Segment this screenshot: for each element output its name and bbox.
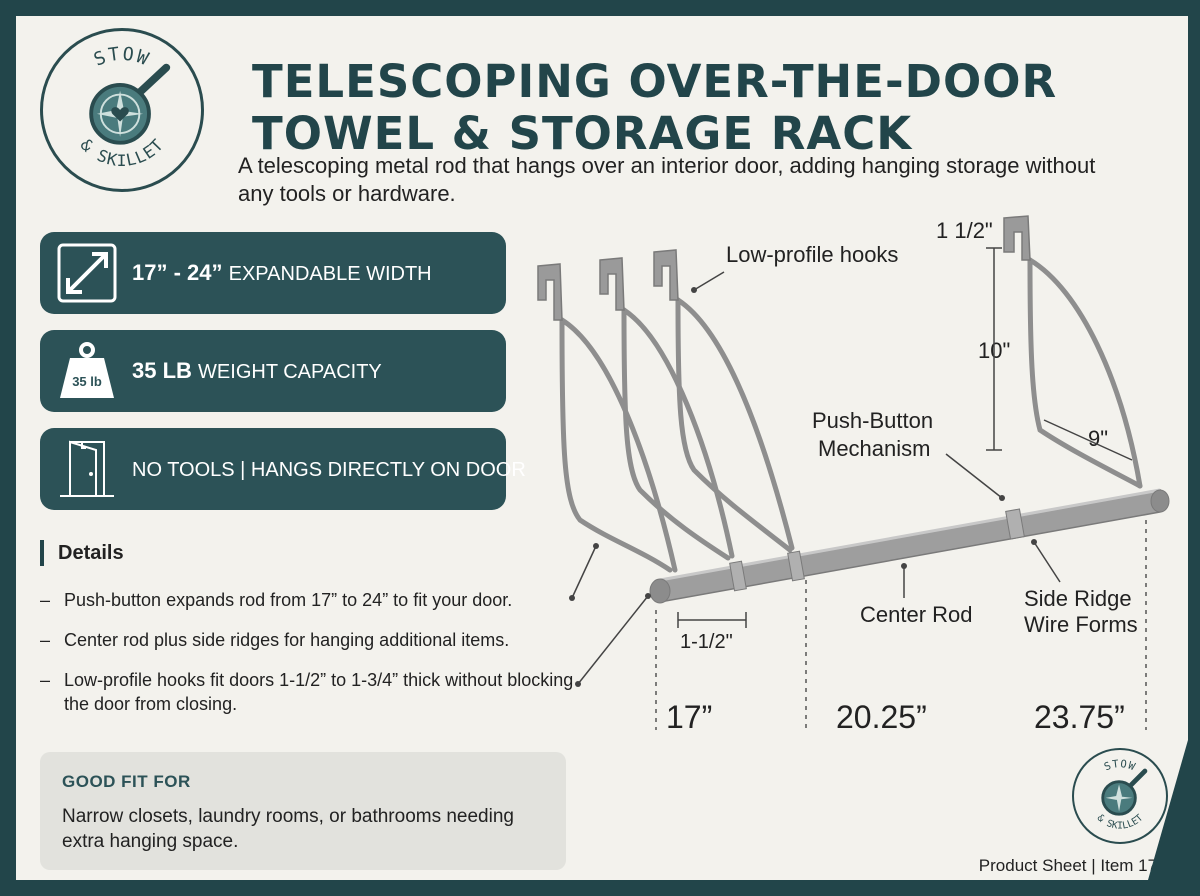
label-hook-width: 1 1/2" [936,218,993,243]
details-list: Push-button expands rod from 17” to 24” … [40,588,580,732]
svg-text:STOW: STOW [1103,758,1138,773]
feature-weight-capacity: 35 lb 35 LB WEIGHT CAPACITY [40,330,506,412]
product-title: TELESCOPING OVER-THE-DOOR TOWEL & STORAG… [252,56,1057,160]
brand-logo: STOW & SKILLET [40,28,204,192]
weight-icon-label: 35 lb [72,374,102,389]
product-subtitle: A telescoping metal rod that hangs over … [238,153,1096,206]
skillet-icon [1101,768,1148,816]
rack-wire-forms [559,257,1143,573]
feature-no-tools: NO TOOLS | HANGS DIRECTLY ON DOOR [40,428,526,510]
skillet-icon [89,63,171,145]
width-17: 17” [666,699,712,735]
good-fit-panel: GOOD FIT FOR Narrow closets, laundry roo… [40,752,566,870]
svg-text:& SKILLET: & SKILLET [1095,812,1146,831]
feature-width-label: EXPANDABLE WIDTH [228,263,432,285]
list-item: Push-button expands rod from 17” to 24” … [40,588,580,612]
good-fit-text: Narrow closets, laundry rooms, or bathro… [62,806,514,852]
product-sheet: STOW & SKILLET TELESCOPING OVER-THE-DOOR… [16,16,1188,880]
label-side-ridge-2: Wire Forms [1024,612,1138,637]
svg-text:STOW: STOW [91,44,153,71]
feature-width-value: 17” - 24” [132,260,223,285]
width-23-75: 23.75” [1034,699,1125,735]
feature-expandable-width: 17” - 24” EXPANDABLE WIDTH [40,232,506,314]
label-low-profile-hooks: Low-profile hooks [726,242,898,267]
label-push-button-2: Mechanism [818,436,930,461]
rack-hooks [537,215,1031,321]
list-item: Low-profile hooks fit doors 1-1/2” to 1-… [40,668,580,716]
weight-icon: 35 lb [60,342,114,398]
feature-weight-label: WEIGHT CAPACITY [198,361,382,383]
good-fit-heading: GOOD FIT FOR [62,772,191,791]
door-icon [60,440,114,497]
brand-small-name-top: STOW [1103,758,1137,773]
brand-name-top: STOW [91,44,151,71]
label-push-button: Push-Button [812,408,933,433]
rack-diagram: Low-profile hooks 1 1/2" 10" 9" Push-But… [537,215,1170,735]
brand-small-name-bottom: & SKILLET [1095,812,1146,831]
feature-weight-value: 35 LB [132,358,192,383]
title-line-2: TOWEL & STORAGE RACK [252,107,913,160]
diagram-labels: Low-profile hooks 1 1/2" 10" 9" Push-But… [569,218,1147,735]
label-side-ridge: Side Ridge [1024,586,1132,611]
feature-no-tools-label: NO TOOLS | HANGS DIRECTLY ON DOOR [132,459,526,481]
corner-accent [1148,740,1188,880]
details-heading: Details [40,540,124,566]
title-line-1: TELESCOPING OVER-THE-DOOR [252,55,1058,108]
footer-text: Product Sheet | Item 1700 [978,856,1176,875]
list-item: Center rod plus side ridges for hanging … [40,628,580,652]
width-20-25: 20.25” [836,699,927,735]
telescoping-rod [649,488,1170,604]
brand-logo-small-art: STOW & SKILLET [1095,758,1148,832]
label-center-rod: Center Rod [860,602,973,627]
brand-logo-art: STOW & SKILLET [77,44,171,170]
label-depth: 9" [1088,426,1108,451]
expand-arrows-icon [57,243,117,303]
label-segment: 1-1/2" [680,631,733,653]
